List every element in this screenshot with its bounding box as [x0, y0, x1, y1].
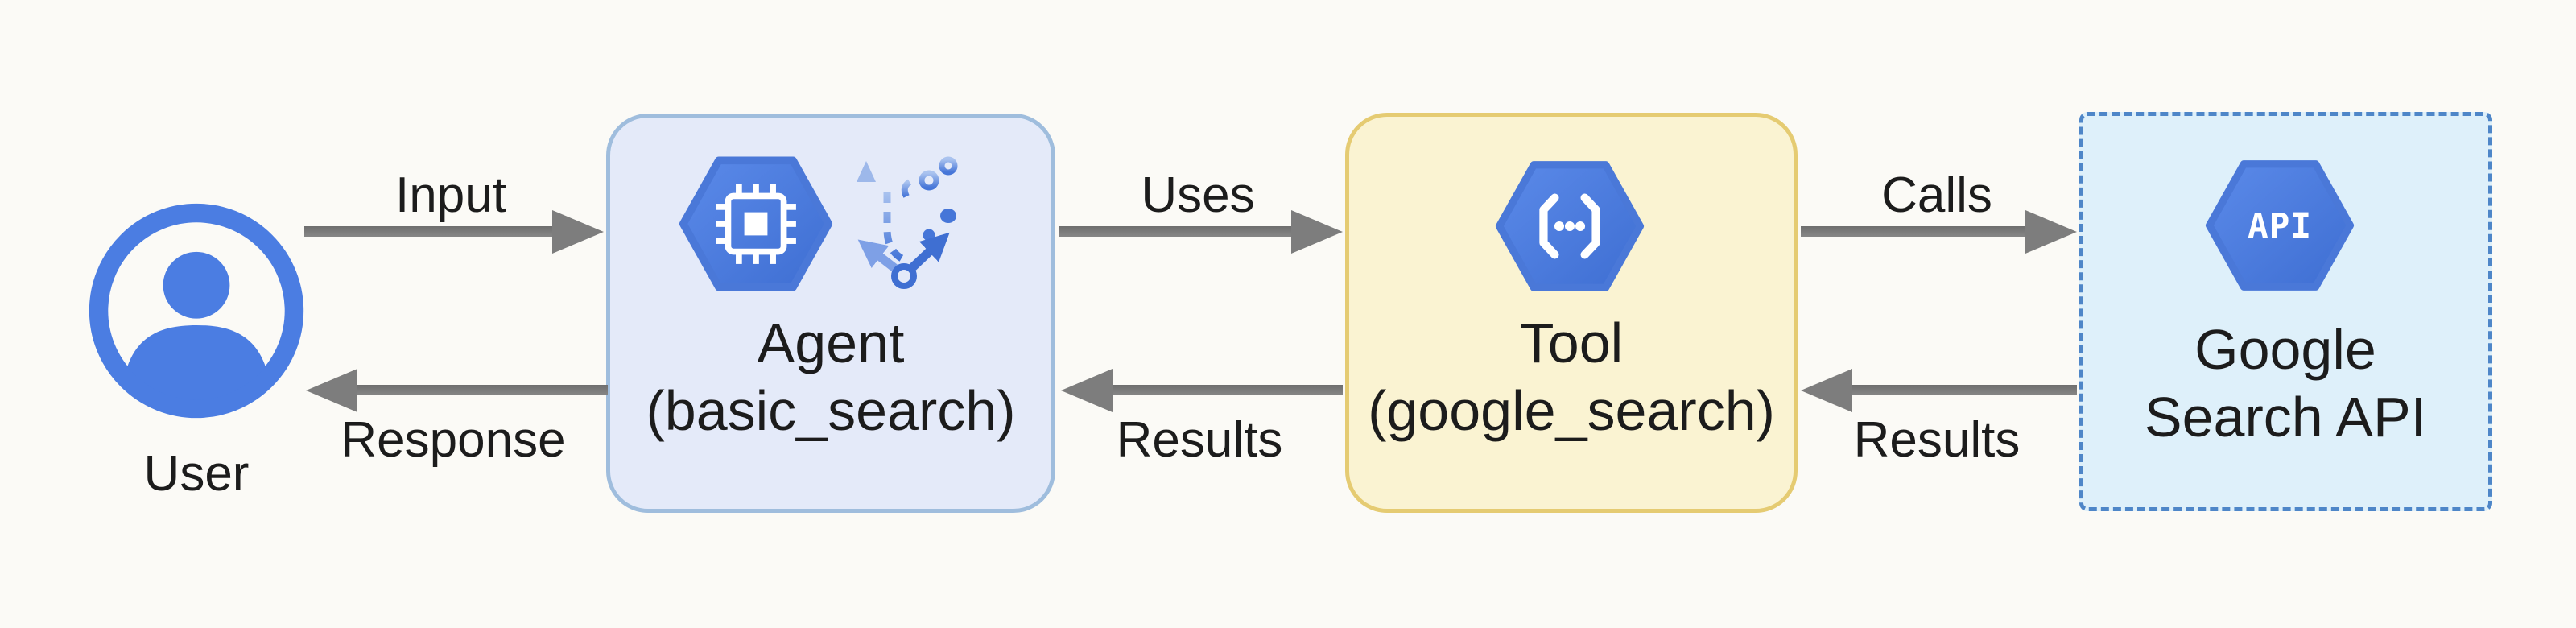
cpu-chip-hexagon-icon: [679, 156, 833, 291]
user-silhouette: [121, 251, 272, 400]
edge-label-input: Input: [395, 167, 506, 223]
chip-glyph: [716, 184, 796, 264]
arrow-response-agent-to-user: [306, 369, 608, 412]
arrowhead-right-icon: [1291, 210, 1343, 254]
edge-label-calls: Calls: [1881, 167, 1992, 223]
arrow-shaft: [1801, 226, 2032, 237]
arrowhead-left-icon: [306, 369, 357, 412]
agent-node-box: [606, 114, 1055, 513]
code-brackets-hexagon-icon: [1495, 161, 1645, 291]
agent-title-line: Agent: [757, 312, 905, 374]
arrow-shaft: [351, 385, 608, 395]
edge-label-results-tool: Results: [1853, 412, 2021, 468]
agent-subtitle-line: (basic_search): [646, 379, 1016, 442]
arrowhead-left-icon: [1801, 369, 1852, 412]
branch-glyph: [857, 156, 958, 289]
arrow-uses-agent-to-tool: [1059, 210, 1343, 254]
user-circle-outline: [89, 203, 304, 419]
brackets-glyph: [1539, 193, 1600, 259]
arrow-shaft: [1106, 385, 1343, 395]
api-hexagon-icon: API: [2205, 160, 2355, 291]
api-title-line2: Search API: [2144, 386, 2427, 448]
api-title-line1: Google: [2194, 318, 2376, 381]
arrow-shaft: [1846, 385, 2077, 395]
arrowhead-left-icon: [1061, 369, 1113, 412]
arrow-calls-tool-to-api: [1801, 210, 2077, 254]
tool-node-title: Tool (google_search): [1368, 309, 1775, 444]
agent-node-title: Agent (basic_search): [646, 309, 1015, 444]
edge-label-uses: Uses: [1141, 167, 1255, 223]
arrow-results-tool-to-agent: [1061, 369, 1343, 412]
arrow-input-user-to-agent: [304, 210, 604, 254]
edge-label-results-agent: Results: [1116, 412, 1283, 468]
user-account-circle-icon: [89, 203, 304, 419]
user-label: User: [143, 446, 250, 502]
arrow-shaft: [304, 226, 559, 237]
tool-subtitle-line: (google_search): [1368, 379, 1775, 442]
arrow-shaft: [1059, 226, 1298, 237]
tool-title-line: Tool: [1519, 312, 1624, 374]
arrowhead-right-icon: [2025, 210, 2077, 254]
bracket-dots: [1554, 221, 1586, 232]
hexagon-shape: [2205, 160, 2355, 291]
chip-core: [744, 212, 768, 236]
api-hex-label: API: [2248, 206, 2312, 246]
api-node-title: Google Search API: [2145, 316, 2426, 451]
arrow-results-api-to-tool: [1801, 369, 2077, 412]
branching-workflow-icon: [857, 156, 958, 289]
edge-label-response: Response: [341, 412, 566, 468]
arrowhead-right-icon: [552, 210, 604, 254]
